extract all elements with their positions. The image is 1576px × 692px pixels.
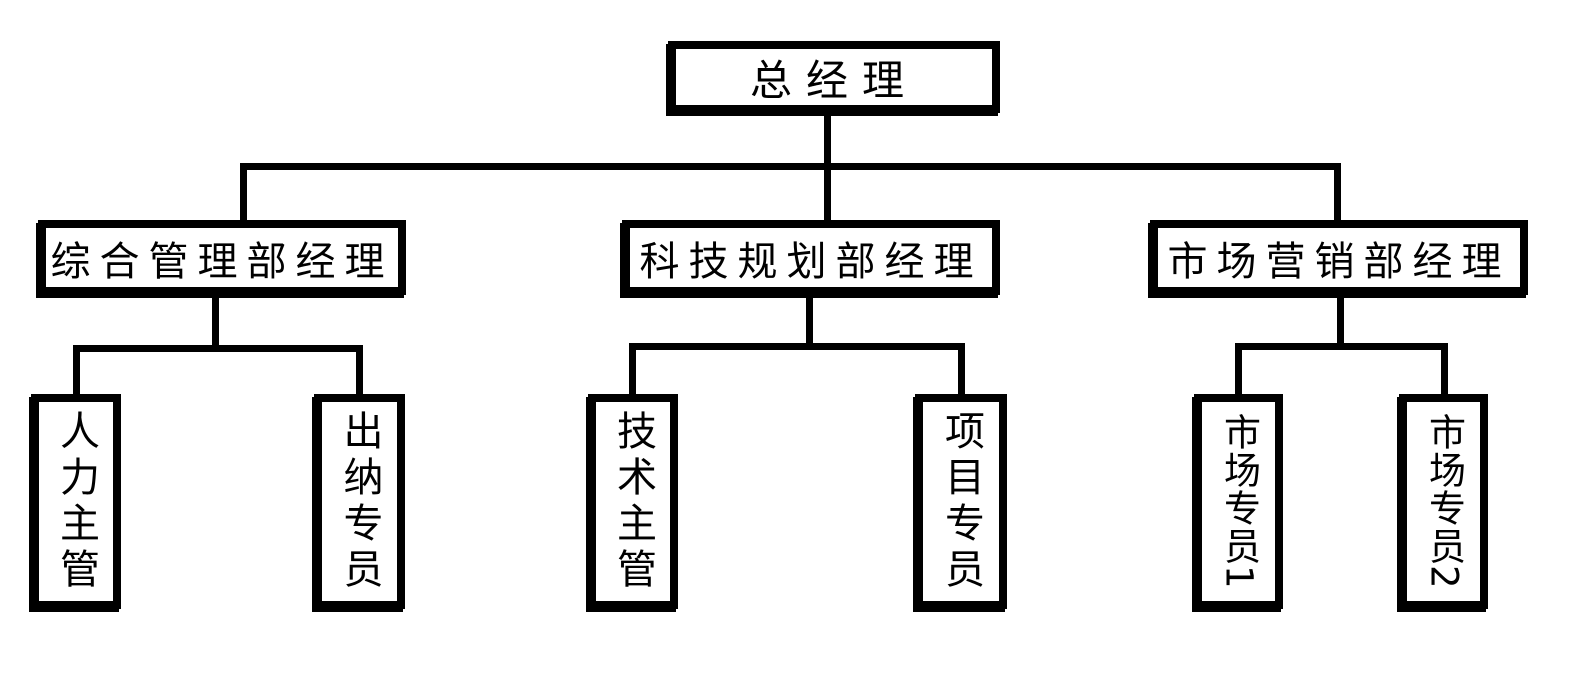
node-label: 科技规划部经理 [639,238,983,285]
node-project-specialist: 项目专员 [915,394,1007,609]
node-label: 项目专员 [938,409,984,594]
connector-dept3-stem [1337,295,1344,345]
connector-drop-dept-3 [1334,163,1341,220]
node-label: 总经理 [749,55,918,105]
node-market-specialist-1: 市场专员1 [1194,394,1283,609]
node-label: 人力主管 [53,409,99,594]
node-market-specialist-2: 市场专员2 [1399,394,1488,609]
connector-drop-staff-1 [73,345,80,395]
connector-drop-staff-5 [1235,343,1242,395]
connector-main-bar [240,163,1341,170]
node-label: 市场专员1 [1217,413,1261,590]
connector-dept1-stem [212,295,219,347]
node-hr-supervisor: 人力主管 [31,394,121,609]
connector-drop-staff-3 [629,343,636,395]
connector-dept1-bar [73,345,363,352]
node-general-manager: 总经理 [668,41,1000,113]
node-cashier-specialist: 出纳专员 [314,394,405,609]
connector-drop-dept-1 [240,163,247,220]
connector-dept2-stem [806,295,813,345]
connector-drop-dept-2 [824,163,831,220]
node-label: 出纳专员 [336,409,383,594]
connector-root-stem [824,112,831,170]
node-dept-general-admin-manager: 综合管理部经理 [38,220,406,295]
node-label: 市场专员2 [1422,413,1466,590]
node-technical-supervisor: 技术主管 [588,394,678,609]
node-label: 市场营销部经理 [1167,238,1511,285]
node-dept-marketing-manager: 市场营销部经理 [1150,220,1528,295]
connector-dept3-bar [1235,343,1448,350]
connector-drop-staff-2 [356,345,363,395]
connector-dept2-bar [629,343,965,350]
node-label: 综合管理部经理 [50,238,394,285]
node-dept-tech-planning-manager: 科技规划部经理 [622,220,1000,295]
connector-drop-staff-4 [958,343,965,395]
node-label: 技术主管 [610,409,656,594]
connector-drop-staff-6 [1441,343,1448,395]
